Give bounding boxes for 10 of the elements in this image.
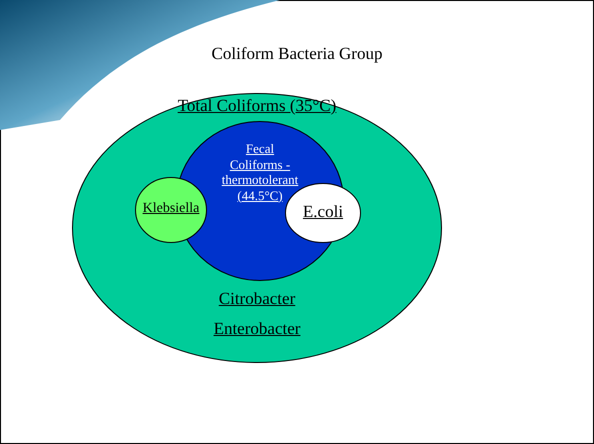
group-heading: Total Coliforms (35°C) — [176, 96, 338, 116]
small-ellipse — [135, 177, 207, 243]
species-label: Enterobacter — [212, 319, 302, 339]
group-label: Fecal Coliforms - thermotolerant (44.5°C) — [220, 141, 300, 204]
species-label: Citrobacter — [218, 289, 296, 309]
outer-ellipse — [72, 93, 442, 363]
species-label: Klebsiella — [142, 201, 200, 217]
title: Coliform Bacteria Group — [210, 44, 384, 64]
species-label: E.coli — [302, 202, 344, 222]
small-ellipse — [285, 183, 361, 243]
